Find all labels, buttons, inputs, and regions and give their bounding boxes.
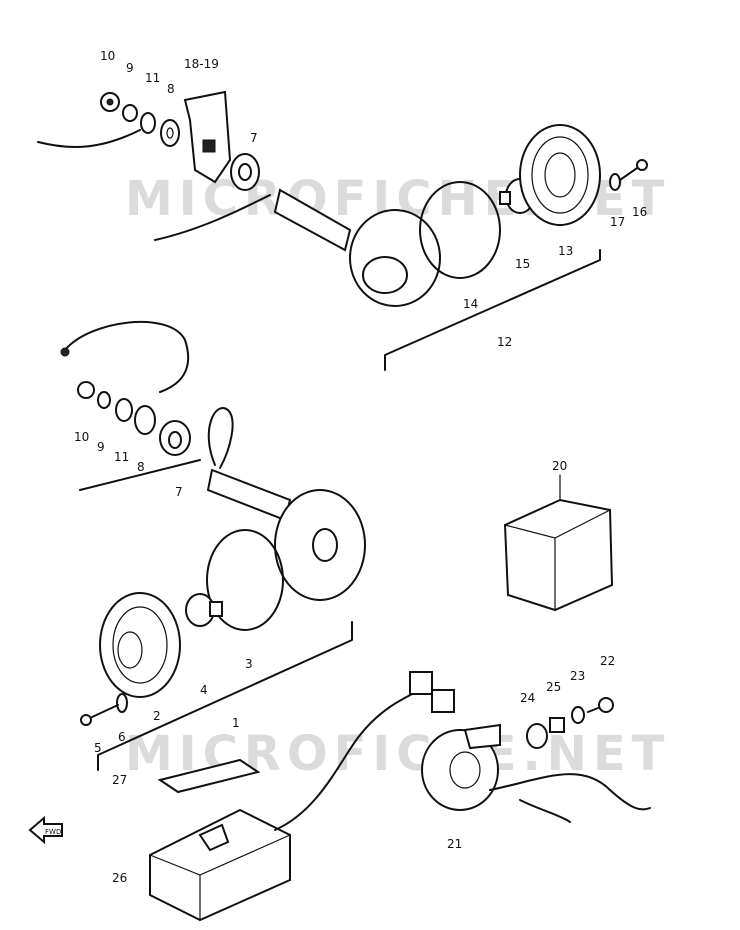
callout-18-19: 18-19	[184, 57, 219, 71]
wire-lead-mid	[79, 459, 201, 491]
callout-8-top: 8	[167, 82, 175, 96]
callout-3: 3	[245, 657, 253, 671]
washer-8-top	[160, 119, 180, 147]
callout-17: 17	[610, 215, 625, 229]
washer-17	[609, 173, 621, 191]
nut-10-top-hole	[106, 98, 114, 106]
horn-assembly-21	[421, 697, 651, 823]
callout-6: 6	[118, 730, 126, 744]
front-turn-signal-assembly	[37, 90, 648, 371]
group-bracket-12	[384, 249, 601, 371]
lens-13	[519, 124, 601, 226]
spacer-25	[549, 717, 565, 733]
callout-23: 23	[570, 669, 585, 683]
group-bracket-1	[97, 621, 353, 771]
callout-7-mid: 7	[175, 485, 183, 499]
band-body	[157, 758, 261, 794]
wire-loop	[64, 320, 190, 393]
band-27	[157, 758, 261, 794]
callout-1: 1	[232, 716, 240, 730]
terminal-11-mid	[115, 398, 133, 422]
callout-11-mid: 11	[114, 450, 129, 464]
front-marker-label: FWD	[45, 828, 61, 836]
bracket-18-19	[183, 90, 232, 184]
stem-mid	[206, 468, 292, 522]
bolt-22	[598, 697, 614, 713]
callout-9-top: 9	[126, 61, 134, 75]
callout-21: 21	[447, 837, 462, 851]
callout-26: 26	[112, 871, 127, 885]
wire-lead-top-2	[154, 194, 271, 241]
gasket-14	[419, 181, 501, 279]
harness-cable	[274, 689, 421, 831]
wiring-harness-26	[149, 671, 455, 922]
grommet-7-top	[230, 153, 260, 191]
callout-12: 12	[497, 335, 512, 349]
horn-body	[421, 729, 499, 811]
callout-8-mid: 8	[137, 460, 145, 474]
callout-25: 25	[546, 680, 561, 694]
callout-9-mid: 9	[97, 440, 105, 454]
wire-lead-top	[37, 129, 141, 148]
callout-4: 4	[200, 683, 208, 697]
nut-10-mid	[77, 381, 95, 399]
callout-13: 13	[558, 244, 573, 258]
callout-16: 16	[632, 205, 647, 219]
harness-connector-a	[409, 671, 433, 695]
callout-22: 22	[600, 654, 615, 668]
callout-10-mid: 10	[74, 430, 89, 444]
washer-9-top	[122, 104, 138, 122]
horn-bracket	[463, 723, 501, 750]
callout-24: 24	[520, 691, 535, 705]
harness-box	[149, 808, 291, 922]
grommet-7-mid	[159, 420, 191, 456]
callout-5: 5	[94, 741, 102, 755]
screw-16	[619, 165, 641, 181]
screw-5	[89, 704, 119, 719]
washer-9-mid	[97, 391, 111, 409]
callout-20: 20	[552, 459, 567, 473]
washer-23	[571, 706, 585, 724]
front-direction-marker: FWD	[28, 815, 63, 845]
horn-wire	[489, 773, 651, 811]
stem-top	[273, 188, 352, 252]
callout-11-top: 11	[145, 71, 160, 85]
washer-6	[116, 693, 128, 713]
rear-turn-signal-assembly	[60, 320, 366, 771]
washer-8-mid	[134, 405, 156, 435]
arrow-left-icon	[28, 815, 63, 845]
callout-7-top: 7	[250, 131, 258, 145]
callout-2: 2	[153, 709, 161, 723]
terminal-11-top	[140, 112, 156, 134]
callout-10-top: 10	[100, 49, 115, 63]
nut-24	[526, 723, 548, 749]
lens-2	[99, 592, 181, 698]
gasket-3	[206, 529, 284, 631]
callout-14: 14	[463, 297, 478, 311]
callout-27: 27	[112, 773, 127, 787]
flasher-relay-20	[503, 474, 614, 612]
harness-connector-b	[431, 689, 455, 713]
callout-15: 15	[515, 257, 530, 271]
